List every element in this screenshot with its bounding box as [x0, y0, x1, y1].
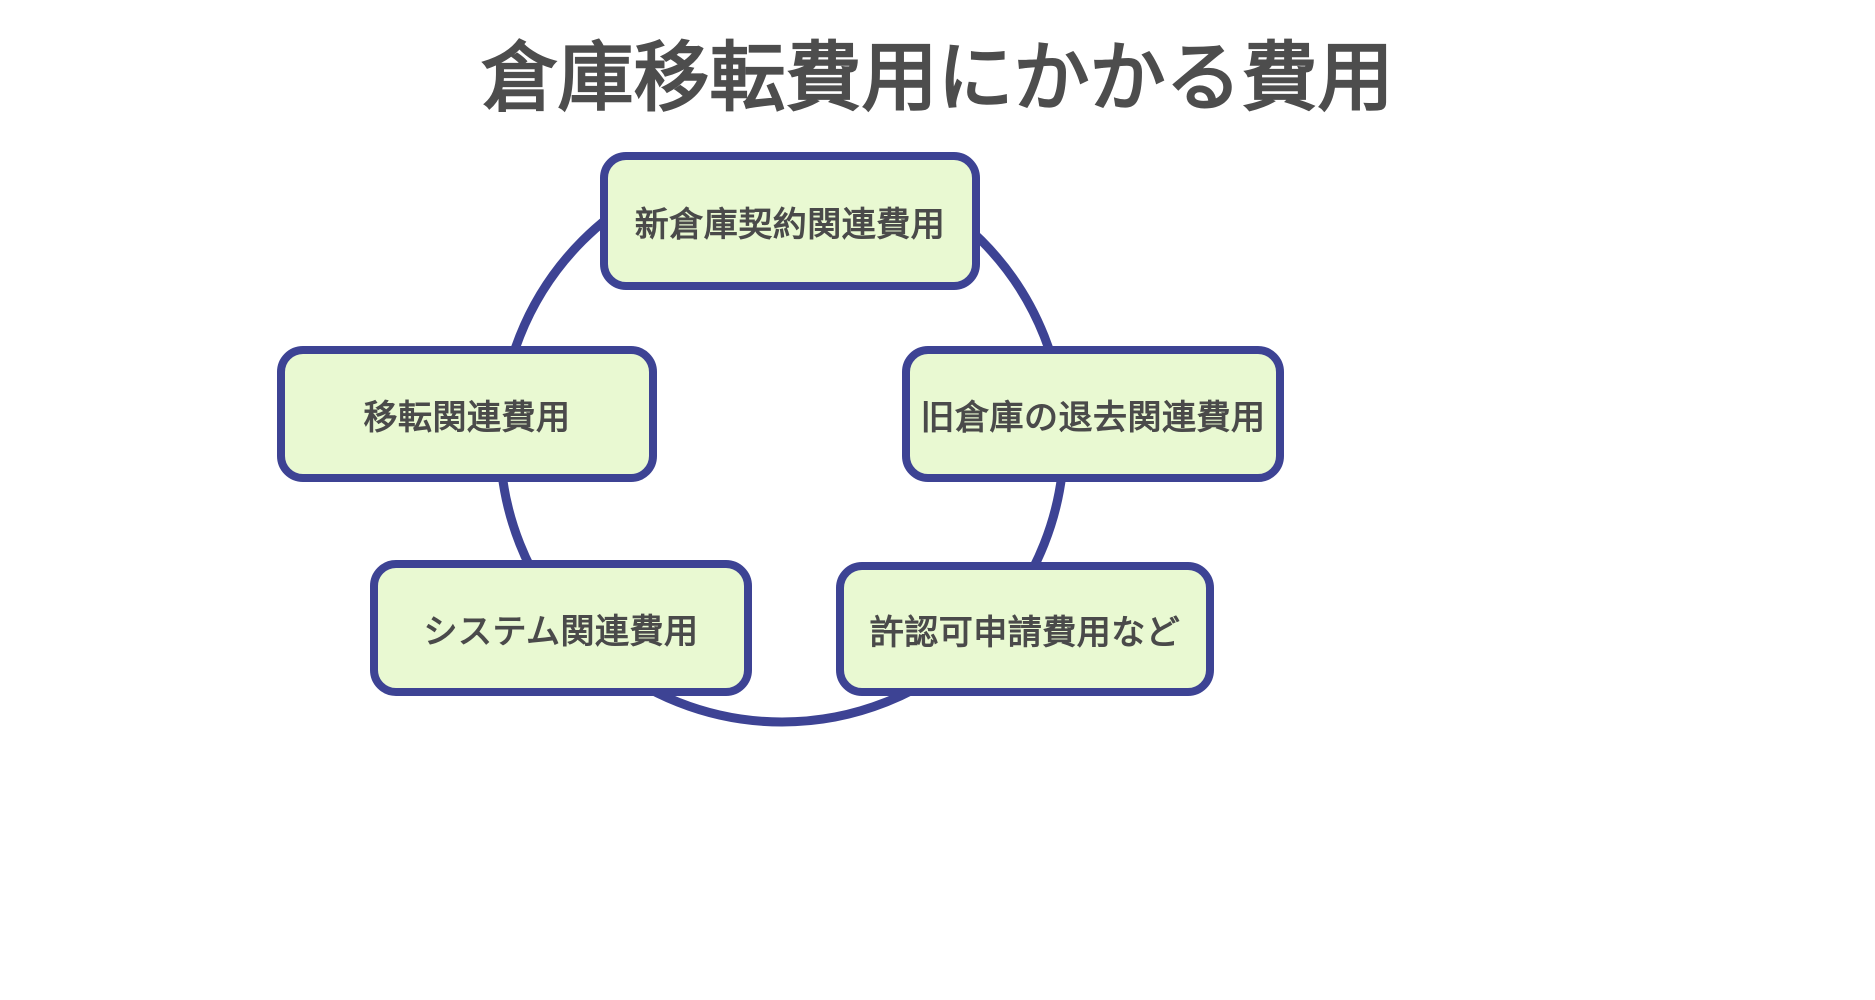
node-label: 旧倉庫の退去関連費用	[920, 397, 1266, 438]
node-old-warehouse-exit[interactable]: 旧倉庫の退去関連費用	[902, 346, 1284, 482]
node-label: 新倉庫契約関連費用	[634, 204, 946, 245]
node-label: 許認可申請費用など	[869, 612, 1181, 653]
node-label: 移転関連費用	[363, 397, 571, 438]
node-label: システム関連費用	[423, 611, 699, 652]
node-system[interactable]: システム関連費用	[370, 560, 752, 696]
node-permits[interactable]: 許認可申請費用など	[836, 562, 1214, 696]
node-relocation[interactable]: 移転関連費用	[277, 346, 657, 482]
node-new-warehouse-contract[interactable]: 新倉庫契約関連費用	[600, 152, 980, 290]
page-title: 倉庫移転費用にかかる費用	[481, 33, 1394, 122]
